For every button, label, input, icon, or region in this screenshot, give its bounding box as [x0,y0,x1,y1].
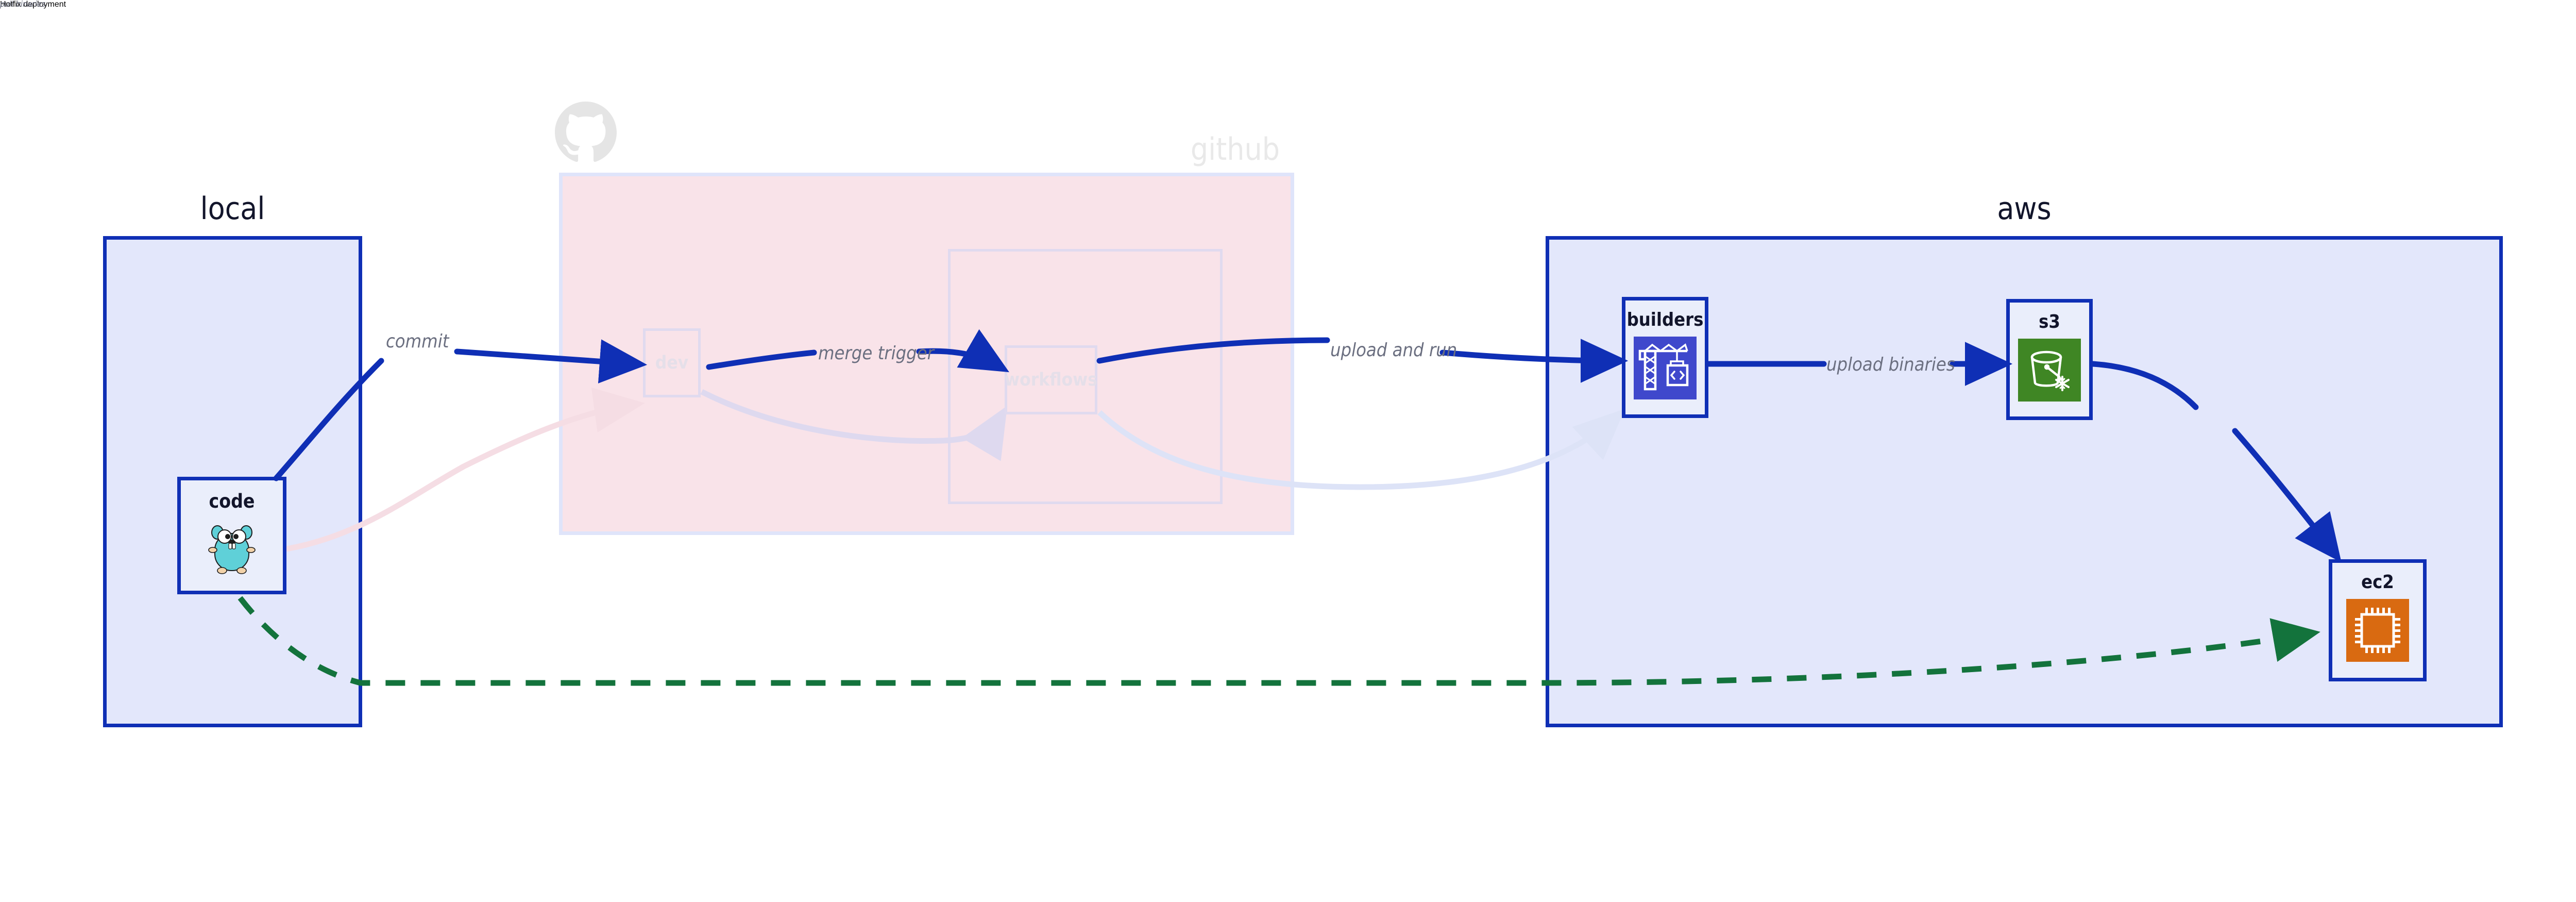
node-code[interactable]: code [177,477,286,594]
cluster-master [948,249,1223,504]
go-gopher-icon [208,525,256,574]
node-dev-label: dev [655,352,689,373]
node-builders-label: builders [1626,309,1704,330]
node-s3[interactable]: s3 [2006,299,2093,420]
edge-label-commit: commit [386,331,449,352]
cluster-aws-label: aws [1997,191,2052,227]
node-ec2[interactable]: ec2 [2329,559,2427,681]
edge-label-upload-and-run: upload and run [1330,340,1458,361]
diagram-title: Hotfix deployment [0,0,66,9]
crane-code-icon [1634,337,1697,399]
node-workflows-label: workflows [1005,369,1098,390]
edge-label-upload-binaries: upload binaries [1826,354,1955,375]
cluster-github-label: github [1190,131,1280,168]
cpu-chip-icon [2346,599,2409,662]
edge-label-pull-binaries: pull binaries [0,0,46,9]
node-ec2-label: ec2 [2361,572,2394,593]
github-octocat-icon [555,102,617,162]
node-s3-label: s3 [2039,311,2060,332]
edge-label-merge-trigger: merge trigger [818,343,934,364]
node-dev[interactable]: dev [643,328,701,397]
node-code-label: code [209,490,255,512]
cluster-local-label: local [200,191,265,227]
node-builders[interactable]: builders [1622,297,1708,418]
s3-bucket-icon [2018,339,2081,402]
node-workflows[interactable]: workflows [1005,345,1097,414]
